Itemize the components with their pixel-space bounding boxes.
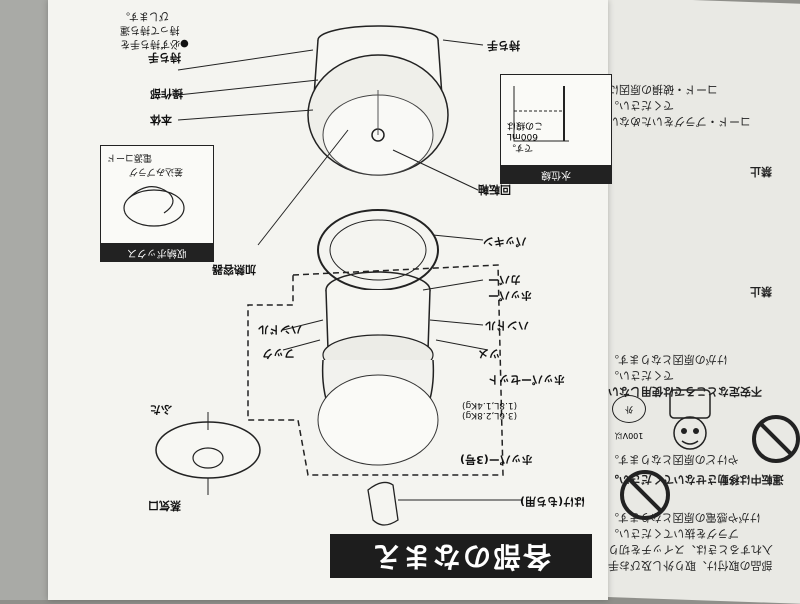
- label-brush: はけ(もち用): [520, 495, 586, 508]
- label-handle-note: びします。: [120, 10, 169, 21]
- prohibited-icon: [752, 415, 800, 463]
- robot-illustration: [669, 389, 711, 450]
- water-note: 600mL: [507, 131, 538, 141]
- water-note: この線は: [507, 120, 544, 130]
- voltage-badge: 100V以外: [612, 395, 646, 440]
- label-heating-vessel: 加熱容器: [212, 263, 256, 276]
- label-handle-small: ハンドル: [485, 319, 529, 332]
- prohibited-icon: [620, 470, 670, 520]
- label-operation: 操作部: [150, 87, 183, 100]
- label-hopper-pot: ホッパー(3号): [460, 453, 533, 466]
- label-handle-note: 持って持ち運: [120, 24, 180, 35]
- storage-box-header: 収納ボックス: [101, 243, 213, 261]
- parts-diagram: [155, 25, 523, 526]
- label-handle-note: ●必ず持ち手を: [120, 38, 189, 49]
- right-line: でください。: [608, 99, 674, 112]
- cord-label: 差込みプラグ: [129, 166, 184, 176]
- right-line: コード・破損の原因に: [608, 83, 718, 96]
- page-title: 各部のなまえ: [330, 534, 592, 578]
- label-latch: ツメ: [478, 347, 500, 360]
- water-level-box: です。 600mL この線は 水位線: [500, 74, 612, 184]
- right-line: プラグを抜いてください。: [608, 527, 740, 540]
- label-rotation-shaft: 回転軸: [478, 183, 511, 196]
- label-cover: カバー: [488, 273, 521, 286]
- label-vent: 蒸気口: [148, 499, 181, 512]
- right-line: 禁止: [750, 165, 772, 178]
- label-hook: フック: [262, 347, 295, 360]
- label-model-note: (1.8L,1.4Kg): [462, 400, 518, 410]
- label-body: 本体: [150, 113, 172, 126]
- label-hopper-set: ホッパーセット: [488, 373, 565, 386]
- right-line: 入れするときは、スイッチを切り: [608, 543, 773, 556]
- label-handle: 持ち手: [487, 39, 520, 52]
- right-line: 禁止: [750, 285, 772, 298]
- storage-box: 差込みプラグ 電源コード 収納ボックス: [100, 145, 214, 262]
- label-handle-small: ハンドル: [258, 323, 302, 336]
- label-lid: ふた: [150, 403, 172, 416]
- label-hopper: ホッパー: [488, 289, 532, 302]
- right-line: コード・プラグをいためない: [608, 115, 751, 128]
- right-line: でください。: [608, 369, 674, 382]
- cord-label: 電源コード: [107, 152, 153, 162]
- right-line: 部品の取付け、取り外し及びお手: [608, 559, 773, 572]
- label-packing: パッキン: [483, 235, 527, 248]
- water-box-header: 水位線: [501, 165, 611, 183]
- right-line: けがの原因となります。: [608, 353, 728, 366]
- water-note: です。: [507, 142, 534, 152]
- label-model-note: (3.6L,2.8Kg): [462, 410, 518, 420]
